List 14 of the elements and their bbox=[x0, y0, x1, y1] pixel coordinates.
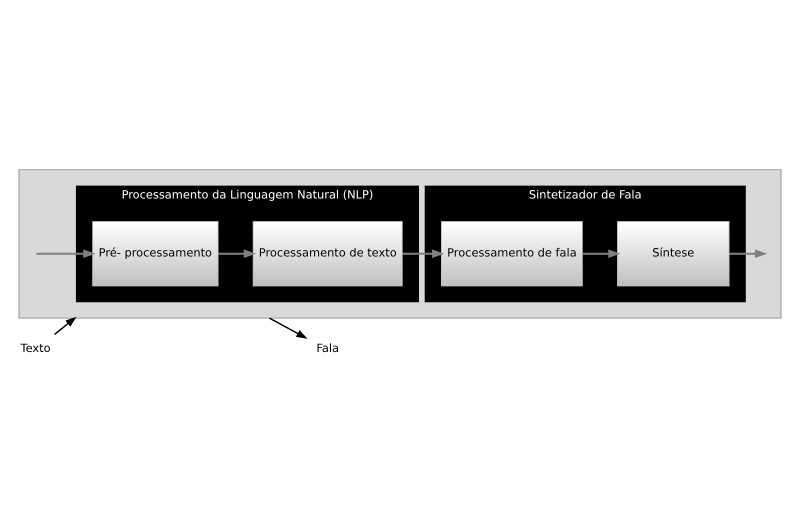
cluster bbox=[18, 169, 782, 318]
arrow bbox=[54, 316, 76, 335]
node-text: Fala bbox=[316, 341, 340, 356]
arrow bbox=[729, 249, 768, 258]
arrow bbox=[218, 249, 256, 258]
arrow bbox=[36, 249, 96, 258]
node-box: Processamento de fala bbox=[441, 221, 583, 286]
arrow bbox=[269, 317, 308, 339]
node-box: Processamento de texto bbox=[252, 221, 403, 286]
arrow bbox=[582, 249, 620, 258]
arrow bbox=[402, 249, 444, 258]
node-text: Texto bbox=[20, 341, 51, 356]
node-box: Síntese bbox=[617, 221, 730, 286]
node-box: Pré- processamento bbox=[92, 221, 219, 286]
